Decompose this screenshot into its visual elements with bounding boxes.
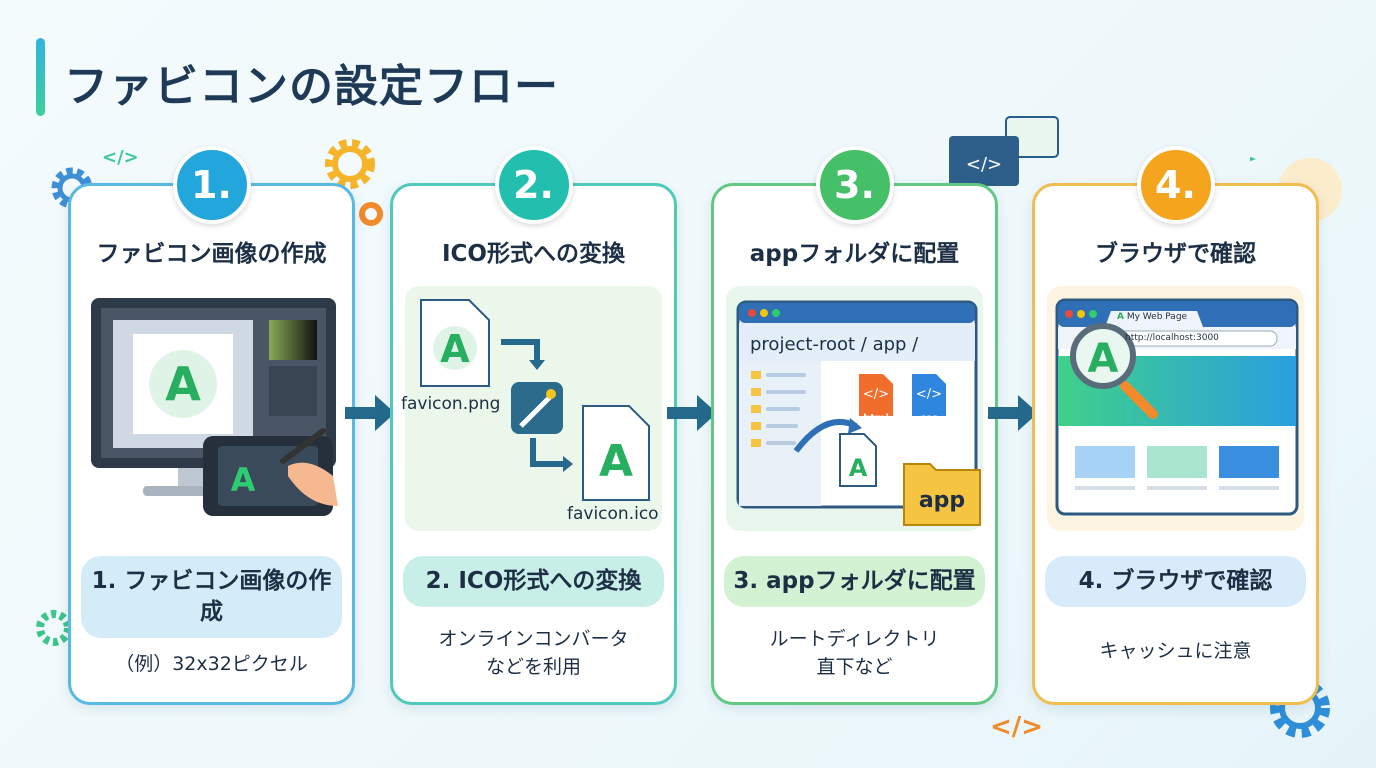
tab-title: My Web Page [1126,312,1188,322]
step-title: ICO形式への変換 [442,241,625,267]
svg-text:</>: </> [863,387,889,402]
conversion-illustration: A A favicon.png favicon.ico [401,286,662,531]
output-filename: favicon.ico [567,504,659,524]
step-title: ファビコン画像の作成 [96,241,327,267]
step-number: 4. [1136,146,1215,224]
step-number: 3. [815,146,894,224]
file-explorer-illustration: </> </> A project-root / app / html css … [726,286,983,531]
step-summary-pill: 3. appフォルダに配置 [724,556,985,608]
step-card-1: 1. ファビコン画像の作成 A A 1. ファビコン画像の作成 （例）32x32… [68,146,355,705]
step-description: ルートディレクトリ 直下など [769,628,940,678]
step-summary-pill: 4. ブラウザで確認 [1045,556,1306,608]
step-title: appフォルダに配置 [749,241,960,267]
step-number: 1. [172,146,251,224]
title-accent-bar [36,38,45,116]
flow-arrow-icon [988,395,1038,431]
step-card-3: 3. appフォルダに配置 </> </> A project-root / a… [711,146,998,705]
step-card-4: 4. ブラウザで確認 A A My Web Page http://localh… [1032,146,1319,705]
svg-text:A: A [1088,336,1119,382]
css-file-label: css [920,413,938,424]
svg-text:A: A [440,327,470,371]
svg-text:A: A [231,461,256,499]
svg-text:A: A [165,357,201,411]
step-number: 2. [494,146,573,224]
svg-text:</>: </> [966,154,1002,175]
code-icon: </> [990,712,1044,742]
step-description: キャッシュに注意 [1099,640,1252,662]
svg-text:A: A [849,454,868,482]
input-filename: favicon.png [401,394,501,414]
flow-arrow-icon [345,395,395,431]
page-title: ファビコンの設定フロー [64,61,559,112]
flow-arrow-icon [667,395,717,431]
gear-icon [325,139,383,226]
address-bar[interactable]: http://localhost:3000 [1125,333,1219,343]
html-file-label: html [863,413,889,424]
step-summary-pill: 1. ファビコン画像の作成 [81,556,342,639]
step-card-2: 2. ICO形式への変換 A A favicon.png favicon.ico… [390,146,677,705]
favicon-icon: A [1117,312,1124,322]
browser-illustration: A A My Web Page http://localhost:3000 [1047,286,1304,531]
app-folder-label: app [918,488,966,513]
code-window-icon: </> [949,116,1059,186]
folder-path: project-root / app / [750,334,919,355]
step-summary-pill: 2. ICO形式への変換 [403,556,664,608]
svg-text:A: A [599,436,633,487]
browser-tab-label[interactable]: A My Web Page [1117,312,1187,322]
step-description: オンラインコンバータ などを利用 [438,628,629,678]
design-software-illustration: A A [83,286,340,531]
step-title: ブラウザで確認 [1095,241,1256,267]
step-description: （例）32x32ピクセル [115,653,308,675]
svg-text:</>: </> [916,387,942,402]
code-icon: </> [102,147,139,168]
